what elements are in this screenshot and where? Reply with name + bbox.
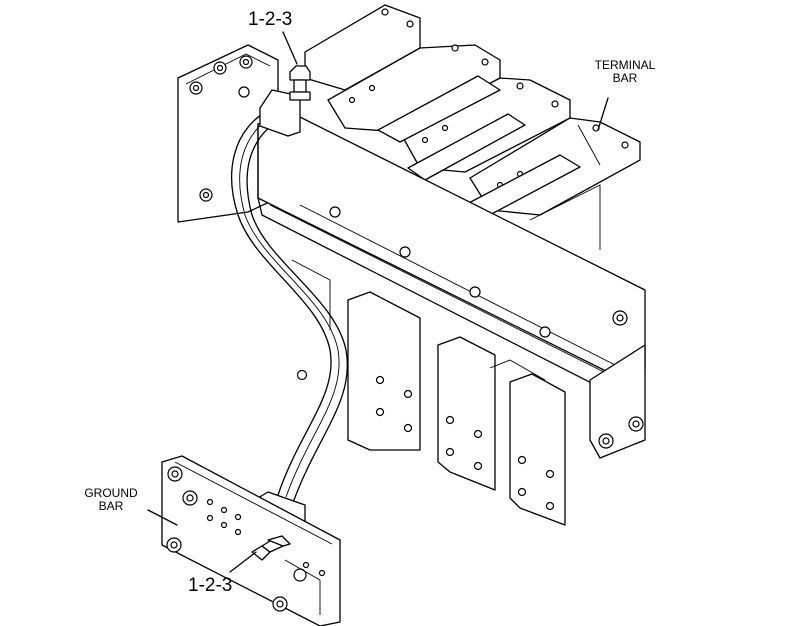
ground-bar-label-line1: GROUND [84,486,138,500]
terminal-bar-upper-plates [304,4,641,250]
ground-bar [161,455,341,626]
terminal-bar-channel [257,111,646,459]
terminal-tabs [291,259,566,526]
terminal-bar-label-line1: TERMINAL [594,58,656,72]
bottom-screw-assembly [251,535,291,561]
leader-lines [147,31,609,573]
ground-bar-label-line2: BAR [98,499,124,513]
terminal-bar-label: TERMINAL BAR [586,59,664,85]
top-part-callout: 1-2-3 [248,9,293,30]
bottom-part-callout: 1-2-3 [188,575,233,596]
left-mounting-plate [177,44,279,223]
top-screw-assembly [289,65,311,101]
ground-bar-label: GROUND BAR [76,487,146,513]
terminal-bar-label-line2: BAR [612,71,638,85]
